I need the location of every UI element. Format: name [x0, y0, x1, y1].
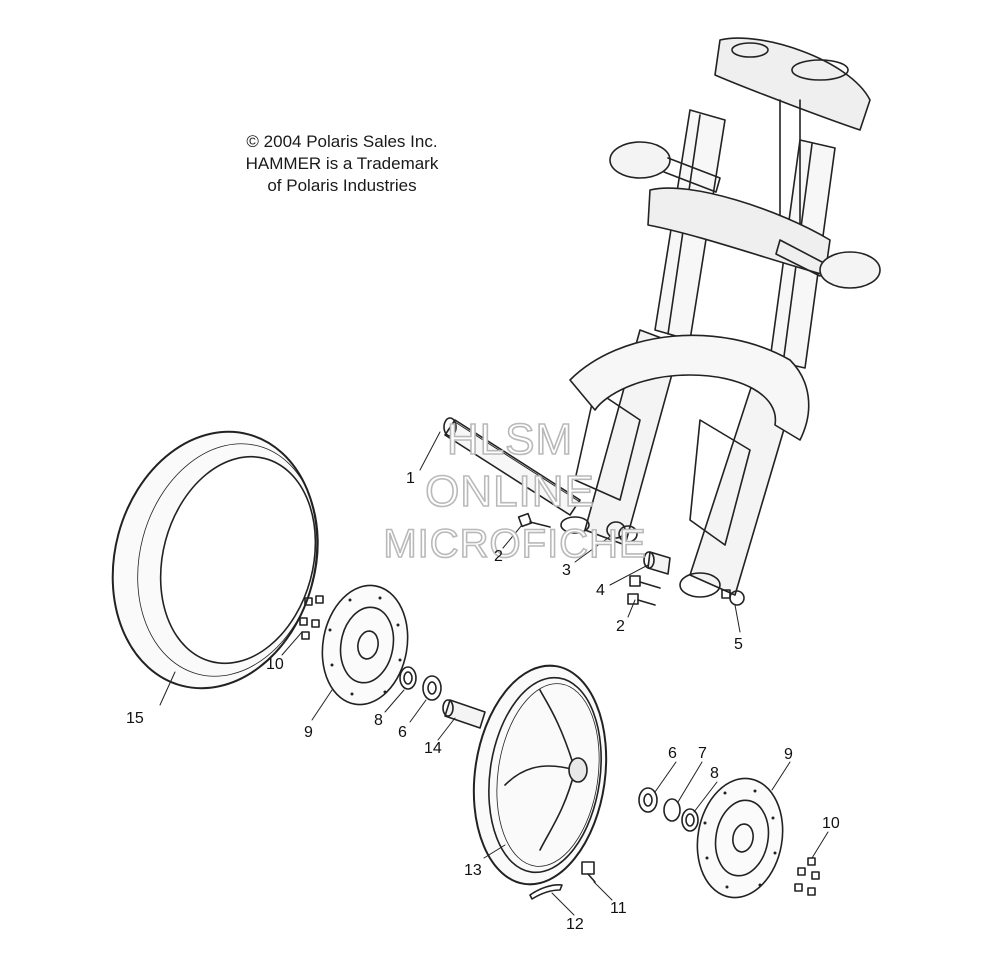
- watermark-line-1: HLSM: [446, 415, 574, 464]
- fork-assembly: [560, 37, 881, 598]
- bolt-2-lower: [627, 575, 661, 606]
- callout-2-lower: 2: [616, 618, 625, 635]
- copyright-line-2: HAMMER is a Trademark: [245, 154, 439, 173]
- bolts-10-right: [794, 857, 820, 896]
- copyright-line-1: © 2004 Polaris Sales Inc.: [246, 132, 438, 151]
- callout-10-left: 10: [266, 656, 284, 673]
- callout-7: 7: [698, 745, 707, 762]
- valve-stem: [581, 861, 596, 883]
- copyright-notice: © 2004 Polaris Sales Inc. HAMMER is a Tr…: [222, 131, 462, 197]
- callout-6-right: 6: [668, 745, 677, 762]
- callout-13: 13: [464, 862, 482, 879]
- callout-15: 15: [126, 710, 144, 727]
- wheel-weight: [529, 884, 563, 900]
- axle: [443, 417, 581, 516]
- brake-disc-right: [696, 777, 784, 899]
- spacer-3: [606, 521, 638, 543]
- callout-9-left: 9: [304, 724, 313, 741]
- wheel: [472, 664, 608, 886]
- front-fender: [569, 334, 810, 441]
- callout-8-left: 8: [374, 712, 383, 729]
- callout-10-right: 10: [822, 815, 840, 832]
- spacer-14: [442, 699, 486, 729]
- circlip-7: [663, 798, 681, 822]
- bolts-10-left: [299, 595, 324, 640]
- turn-signal-right: [775, 239, 881, 289]
- bearing-6-left: [422, 675, 442, 701]
- watermark-line-2: ONLINE: [424, 467, 595, 516]
- tire: [111, 430, 319, 690]
- brake-disc-left: [321, 584, 409, 706]
- callout-2-upper: 2: [494, 548, 503, 565]
- callout-11: 11: [610, 900, 627, 917]
- callout-1: 1: [406, 470, 415, 487]
- callout-6-left: 6: [398, 724, 407, 741]
- turn-signal-left: [609, 141, 721, 193]
- callout-14: 14: [424, 740, 442, 757]
- copyright-line-3: of Polaris Industries: [267, 176, 417, 195]
- bearing-6-right: [638, 787, 658, 813]
- bolt-5: [721, 589, 745, 606]
- callout-4: 4: [596, 582, 605, 599]
- callout-5: 5: [734, 636, 743, 653]
- callout-8-right: 8: [710, 765, 719, 782]
- watermark-line-3: MICROFICHE: [383, 522, 647, 566]
- bolt-2-upper: [517, 512, 551, 528]
- spacer-4: [643, 551, 671, 575]
- callout-12: 12: [566, 916, 584, 933]
- callout-3: 3: [562, 562, 571, 579]
- leader-lines: [159, 431, 829, 916]
- seal-8-left: [399, 666, 417, 690]
- callout-9-right: 9: [784, 746, 793, 763]
- seal-8-right: [681, 808, 699, 832]
